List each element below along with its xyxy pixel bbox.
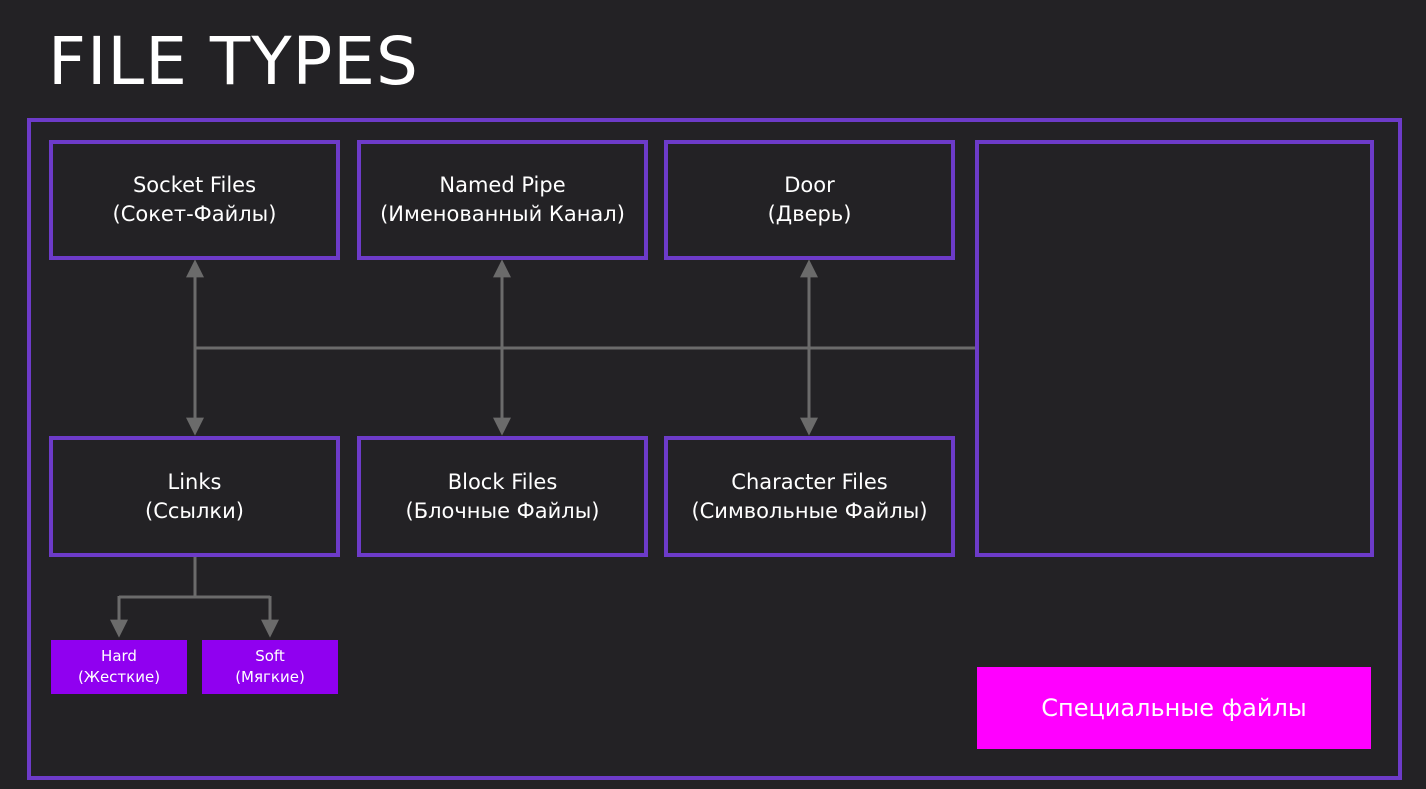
hard-link-label: Hard bbox=[101, 647, 137, 665]
block-files-box: Block Files (Блочные Файлы) bbox=[357, 436, 648, 557]
block-files-sublabel: (Блочные Файлы) bbox=[405, 498, 600, 523]
soft-link-sublabel: (Мягкие) bbox=[235, 668, 305, 686]
door-box: Door (Дверь) bbox=[664, 140, 955, 260]
socket-files-box: Socket Files (Сокет-Файлы) bbox=[49, 140, 340, 260]
named-pipe-box: Named Pipe (Именованный Канал) bbox=[357, 140, 648, 260]
page-title: FILE TYPES bbox=[48, 23, 419, 100]
soft-link-label: Soft bbox=[255, 647, 285, 665]
diagram-frame bbox=[27, 118, 1402, 780]
hard-link-box: Hard (Жесткие) bbox=[51, 640, 187, 694]
named-pipe-label: Named Pipe bbox=[439, 173, 566, 197]
socket-files-label: Socket Files bbox=[132, 173, 257, 197]
named-pipe-sublabel: (Именованный Канал) bbox=[380, 202, 625, 226]
door-sublabel: (Дверь) bbox=[767, 202, 852, 226]
character-files-label: Character Files bbox=[731, 469, 888, 494]
special-files-box: Специальные файлы bbox=[977, 667, 1371, 749]
links-sublabel: (Ссылки) bbox=[145, 498, 244, 523]
hard-link-sublabel: (Жесткие) bbox=[77, 668, 161, 686]
block-files-label: Block Files bbox=[447, 469, 558, 494]
soft-link-box: Soft (Мягкие) bbox=[202, 640, 338, 694]
links-box: Links (Ссылки) bbox=[49, 436, 340, 557]
empty-side-box bbox=[975, 140, 1374, 557]
character-files-box: Character Files (Символьные Файлы) bbox=[664, 436, 955, 557]
character-files-sublabel: (Символьные Файлы) bbox=[691, 498, 928, 523]
links-label: Links bbox=[167, 469, 222, 494]
door-label: Door bbox=[784, 173, 835, 197]
special-files-label: Специальные файлы bbox=[1041, 694, 1307, 722]
socket-files-sublabel: (Сокет-Файлы) bbox=[112, 202, 277, 226]
